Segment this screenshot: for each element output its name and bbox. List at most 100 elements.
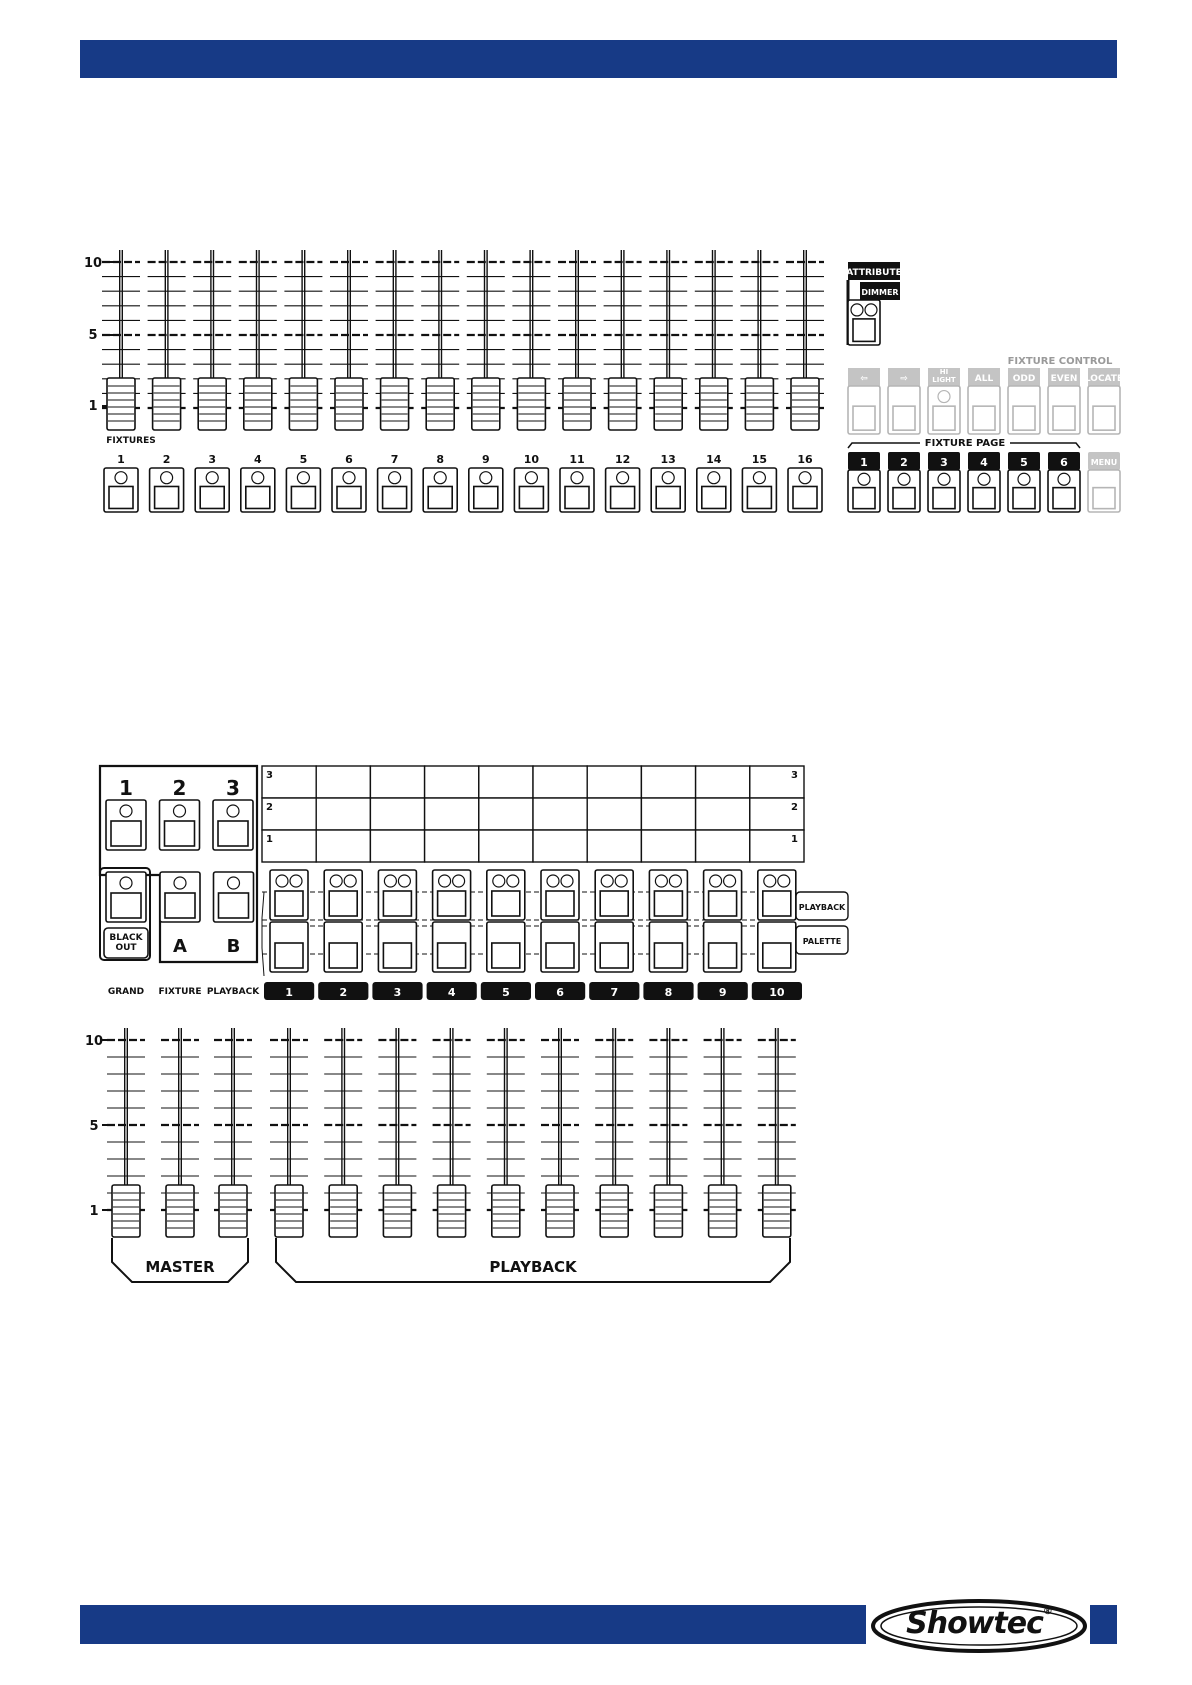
playback-upper-button-1[interactable]: [270, 870, 308, 920]
playback-fader-5[interactable]: [487, 1028, 525, 1237]
playback-fader-10[interactable]: [758, 1028, 796, 1237]
page-button-2[interactable]: [888, 470, 920, 512]
playback-fader-9[interactable]: [704, 1028, 742, 1237]
fixture-fader-3[interactable]: [193, 250, 231, 430]
fixture-button-13[interactable]: [651, 468, 685, 512]
playback-upper-button-5-key: [492, 891, 520, 916]
playback-upper-button-2[interactable]: [324, 870, 362, 920]
fixture-fader-7[interactable]: [376, 250, 414, 430]
playback-fader-8[interactable]: [649, 1028, 687, 1237]
control-button-5[interactable]: [1048, 386, 1080, 434]
playback-upper-button-10[interactable]: [758, 870, 796, 920]
fixture-fader-4[interactable]: [239, 250, 277, 430]
fixture-button-7[interactable]: [378, 468, 412, 512]
fixture-fader-1[interactable]: [102, 250, 140, 430]
fixture-button-6[interactable]: [332, 468, 366, 512]
attribute-dimmer-button[interactable]: [848, 300, 880, 345]
fixture-fader-6[interactable]: [330, 250, 368, 430]
fixture-button-5-led: [297, 472, 309, 484]
fixture-button-3[interactable]: [195, 468, 229, 512]
fixture-button-10[interactable]: [514, 468, 548, 512]
page-button-6[interactable]: [1048, 470, 1080, 512]
page-button-3[interactable]: [928, 470, 960, 512]
playback-upper-button-6[interactable]: [541, 870, 579, 920]
page-button-4[interactable]: [968, 470, 1000, 512]
fixture-button-3-key: [200, 486, 224, 508]
control-button-0[interactable]: [848, 386, 880, 434]
fixture-button-12[interactable]: [606, 468, 640, 512]
fixture-fader-15[interactable]: [740, 250, 778, 430]
cue-cell: [587, 798, 641, 830]
fixture-button-14[interactable]: [697, 468, 731, 512]
master-fader-3[interactable]: [214, 1028, 252, 1237]
fixture-fader-8[interactable]: [421, 250, 459, 430]
fixture-button-5[interactable]: [286, 468, 320, 512]
menu-button[interactable]: [1088, 470, 1120, 512]
page-button-5[interactable]: [1008, 470, 1040, 512]
master-button-2[interactable]: [160, 800, 200, 850]
playback-lower-button-3[interactable]: [378, 922, 416, 972]
playback-upper-button-7[interactable]: [595, 870, 633, 920]
row-label-left-1: 1: [266, 834, 273, 845]
playback-lower-button-10[interactable]: [758, 922, 796, 972]
playback-lower-button-1[interactable]: [270, 922, 308, 972]
playback-upper-button-3[interactable]: [378, 870, 416, 920]
playback-upper-button-9[interactable]: [704, 870, 742, 920]
fixture-button-1[interactable]: [104, 468, 138, 512]
fixture-fader-5[interactable]: [284, 250, 322, 430]
fixture-button-15[interactable]: [742, 468, 776, 512]
blackout-button[interactable]: [106, 872, 146, 922]
fixture-fader-12[interactable]: [604, 250, 642, 430]
playback-lower-button-9[interactable]: [704, 922, 742, 972]
playback-lower-button-2[interactable]: [324, 922, 362, 972]
playback-upper-button-7-led-a: [601, 875, 613, 887]
playback-fader-4[interactable]: [433, 1028, 471, 1237]
playback-upper-button-5[interactable]: [487, 870, 525, 920]
playback-lower-button-7[interactable]: [595, 922, 633, 972]
fixture-button-8[interactable]: [423, 468, 457, 512]
playback-upper-button-4[interactable]: [433, 870, 471, 920]
fixture-fader-16[interactable]: [786, 250, 824, 430]
playback-fader-3[interactable]: [378, 1028, 416, 1237]
fixture-button-16[interactable]: [788, 468, 822, 512]
master-fader-2[interactable]: [161, 1028, 199, 1237]
master-button-3[interactable]: [213, 800, 253, 850]
playback-lower-button-8[interactable]: [649, 922, 687, 972]
fixture-fader-13[interactable]: [649, 250, 687, 430]
control-button-3[interactable]: [968, 386, 1000, 434]
fixture-fader-10[interactable]: [512, 250, 550, 430]
playback-upper-button-8[interactable]: [649, 870, 687, 920]
page-button-5-key: [1013, 488, 1035, 509]
fixture-button-6-led: [343, 472, 355, 484]
master-button-1[interactable]: [106, 800, 146, 850]
playback-fader-7[interactable]: [595, 1028, 633, 1237]
page-button-1[interactable]: [848, 470, 880, 512]
fixture-fader-2[interactable]: [148, 250, 186, 430]
playback-lower-button-5[interactable]: [487, 922, 525, 972]
fixture-fader-14[interactable]: [695, 250, 733, 430]
playback-fader-2[interactable]: [324, 1028, 362, 1237]
fixture-button-2[interactable]: [150, 468, 184, 512]
fixture-fader-9[interactable]: [467, 250, 505, 430]
playback-fader-6[interactable]: [541, 1028, 579, 1237]
master-b-button[interactable]: [214, 872, 254, 922]
attribute-dimmer-button-key: [853, 319, 875, 342]
control-button-2[interactable]: [928, 386, 960, 434]
playback-upper-button-10-led-a: [764, 875, 776, 887]
fixture-button-4[interactable]: [241, 468, 275, 512]
fixture-button-9[interactable]: [469, 468, 503, 512]
playback-lower-button-4[interactable]: [433, 922, 471, 972]
playback-fader-1[interactable]: [270, 1028, 308, 1237]
control-button-4[interactable]: [1008, 386, 1040, 434]
blackout-button-led: [120, 877, 132, 889]
playback-lower-button-7-key: [600, 943, 628, 968]
fixture-fader-11[interactable]: [558, 250, 596, 430]
fixture-button-11[interactable]: [560, 468, 594, 512]
fixture-button-4-key: [246, 486, 270, 508]
playback-lower-button-6[interactable]: [541, 922, 579, 972]
fixture-number-4: 4: [254, 453, 262, 466]
master-a-button[interactable]: [160, 872, 200, 922]
control-button-6[interactable]: [1088, 386, 1120, 434]
control-button-1[interactable]: [888, 386, 920, 434]
master-fader-1[interactable]: [107, 1028, 145, 1237]
